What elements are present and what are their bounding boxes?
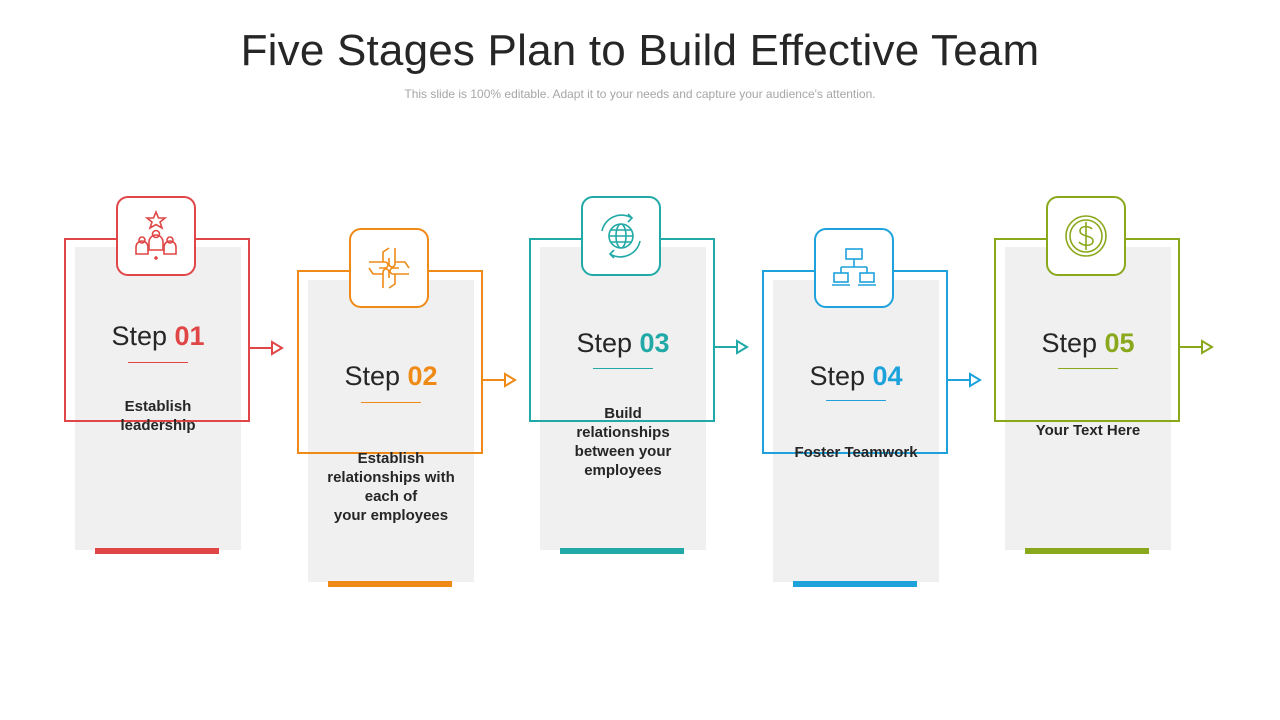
step-word: Step: [1041, 328, 1097, 358]
step-description: Your Text Here: [1035, 422, 1141, 439]
page-subtitle: This slide is 100% editable. Adapt it to…: [404, 87, 876, 101]
stage-icon-box: [1046, 196, 1126, 276]
arrow-right-icon: [483, 372, 517, 388]
leadership-star-icon: [135, 209, 177, 260]
step-divider: [361, 402, 421, 403]
step-number: 03: [639, 328, 670, 358]
stage-card: [1005, 247, 1171, 550]
joined-hands-icon: [368, 247, 410, 289]
step-word: Step: [576, 328, 632, 358]
dollar-coin-icon: [1065, 215, 1107, 257]
step-accent-bar: [95, 548, 219, 554]
step-number: 01: [174, 321, 205, 351]
step-accent-bar: [793, 581, 917, 587]
step-number: 04: [872, 361, 903, 391]
stage-card: [540, 247, 706, 550]
stage-1: Step 01 Establish leadership: [64, 0, 298, 720]
org-chart-icon: [832, 248, 876, 286]
stage-icon-box: [581, 196, 661, 276]
step-accent-bar: [328, 581, 452, 587]
stage-5: Step 05 Your Text Here: [994, 0, 1228, 720]
stage-4: Step 04 Foster Teamwork: [762, 0, 996, 720]
stage-icon-box: [349, 228, 429, 308]
stage-icon-box: [116, 196, 196, 276]
step-word: Step: [111, 321, 167, 351]
arrow-right-icon: [948, 372, 982, 388]
stage-2: Step 02 Establish relationships with eac…: [297, 0, 531, 720]
step-divider: [1058, 368, 1118, 369]
globe-cycle-icon: [601, 213, 641, 259]
step-description: Establish leadership: [120, 398, 196, 434]
step-label: Step 01: [75, 321, 241, 352]
page-title: Five Stages Plan to Build Effective Team: [240, 26, 1040, 75]
step-divider: [128, 362, 188, 363]
arrow-right-icon: [715, 339, 749, 355]
step-divider: [593, 368, 653, 369]
step-word: Step: [344, 361, 400, 391]
step-divider: [826, 400, 886, 401]
step-label: Step 02: [308, 361, 474, 392]
step-description: Establish relationships with each of you…: [327, 450, 455, 524]
step-accent-bar: [1025, 548, 1149, 554]
stage-3: Step 03 Build relationships between your…: [529, 0, 763, 720]
stage-card: [75, 247, 241, 550]
step-word: Step: [809, 361, 865, 391]
step-number: 05: [1104, 328, 1135, 358]
arrow-right-icon: [1180, 339, 1214, 355]
step-description: Build relationships between your employe…: [574, 405, 672, 479]
stage-icon-box: [814, 228, 894, 308]
step-label: Step 03: [540, 328, 706, 359]
step-accent-bar: [560, 548, 684, 554]
step-description: Foster Teamwork: [794, 444, 918, 461]
step-number: 02: [407, 361, 438, 391]
step-label: Step 04: [773, 361, 939, 392]
arrow-right-icon: [250, 340, 284, 356]
step-label: Step 05: [1005, 328, 1171, 359]
stage-card: [773, 280, 939, 582]
stage-card: [308, 280, 474, 582]
